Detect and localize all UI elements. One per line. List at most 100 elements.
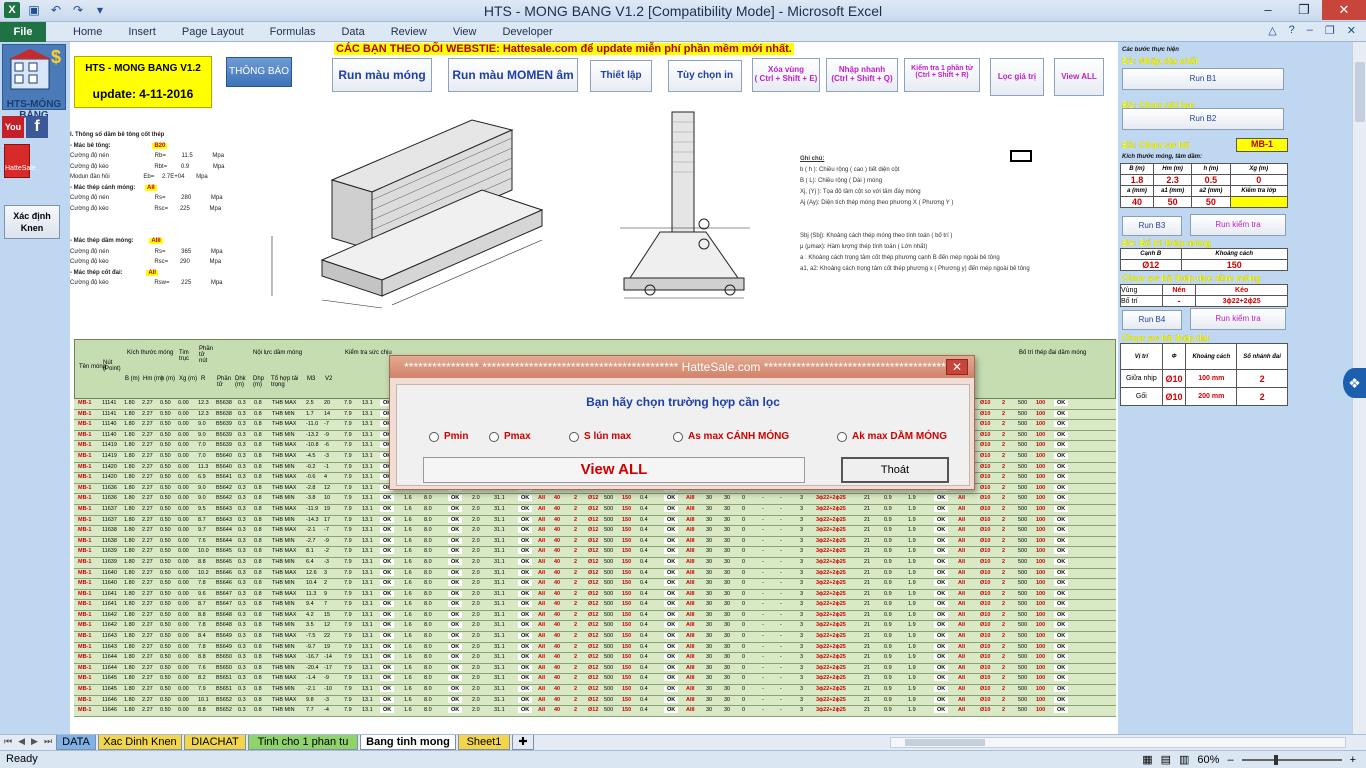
table-cell[interactable]: 2 [324,580,328,587]
table-cell[interactable]: 6.9 [198,474,206,481]
table-cell[interactable]: B5641 [216,474,232,481]
table-cell[interactable]: OK [380,516,395,523]
table-cell[interactable]: OK [934,664,949,671]
table-cell[interactable]: OK [1054,622,1069,629]
table-cell[interactable]: MB-1 [78,527,92,534]
table-cell[interactable]: 13.1 [362,410,373,417]
table-cell[interactable]: - [762,664,764,671]
table-cell[interactable]: 100 [1036,664,1046,671]
table-cell[interactable]: -1.4 [306,675,316,682]
table-cell[interactable]: 500 [604,548,614,555]
table-cell[interactable]: Ø10 [980,696,991,703]
table-cell[interactable]: 1.80 [124,516,135,523]
table-cell[interactable]: 11.3 [306,590,317,597]
scroll-thumb[interactable] [905,739,985,746]
table-cell[interactable]: - [762,516,764,523]
table-cell[interactable]: 30 [724,505,731,512]
table-cell[interactable]: OK [380,675,395,682]
table-cell[interactable]: 13.1 [362,686,373,693]
table-cell[interactable]: 0.00 [178,707,189,714]
table-cell[interactable]: OK [380,686,395,693]
table-cell[interactable]: OK [664,590,679,597]
table-cell[interactable]: OK [380,633,395,640]
table-cell[interactable]: OK [664,611,679,618]
table-cell[interactable]: 0 [742,516,746,523]
table-cell[interactable]: OK [448,675,463,682]
table-cell[interactable]: OK [518,611,533,618]
table-cell[interactable]: 2 [1002,463,1006,470]
table-cell[interactable]: 0.3 [238,484,246,491]
table-cell[interactable]: 3 [800,505,804,512]
table-cell[interactable]: -7.5 [306,633,316,640]
table-cell[interactable]: - [780,548,782,555]
table-cell[interactable]: 2.27 [142,633,153,640]
table-cell[interactable]: Ø10 [980,484,991,491]
table-cell[interactable]: OK [380,548,395,555]
table-cell[interactable]: 2.0 [472,495,480,502]
table-cell[interactable]: 0.00 [178,696,189,703]
table-cell[interactable]: Ø10 [980,537,991,544]
table-cell[interactable]: 0.50 [160,622,171,629]
table-cell[interactable]: OK [448,686,463,693]
table-cell[interactable]: 31.1 [494,537,505,544]
table-cell[interactable]: Ø12 [588,686,599,693]
table-cell[interactable]: 13.1 [362,516,373,523]
table-cell[interactable]: 0.50 [160,675,171,682]
table-cell[interactable]: 3ϕ22+2ϕ25 [816,654,846,661]
table-cell[interactable]: 100 [1036,569,1046,576]
table-cell[interactable]: 7.9 [344,580,352,587]
table-cell[interactable]: OK [380,495,395,502]
table-cell[interactable]: 3ϕ22+2ϕ25 [816,696,846,703]
table-cell[interactable]: 2 [574,505,578,512]
table-cell[interactable]: 7.7 [306,707,314,714]
table-cell[interactable]: - [780,495,782,502]
table-cell[interactable]: 8.0 [424,643,432,650]
table-cell[interactable]: 7.9 [344,537,352,544]
table-cell[interactable]: 0.8 [254,590,262,597]
table-cell[interactable]: AII [958,633,966,640]
tab-developer[interactable]: Developer [502,26,553,38]
table-cell[interactable]: 500 [1018,452,1028,459]
table-cell[interactable]: 7.9 [344,421,352,428]
table-cell[interactable]: OK [380,400,395,406]
table-cell[interactable]: 1.80 [124,442,135,449]
table-cell[interactable]: 30 [706,569,713,576]
table-cell[interactable]: Ø12 [588,675,599,682]
thong-bao-button[interactable]: THÔNG BÁO [226,57,292,87]
table-cell[interactable]: 2.27 [142,664,153,671]
table-cell[interactable]: 0.50 [160,421,171,428]
table-cell[interactable]: Ø12 [588,505,599,512]
table-cell[interactable]: 21 [864,707,871,714]
table-cell[interactable]: -14 [324,654,332,661]
run-kiem-tra-b3-button[interactable]: Run kiểm tra [1190,214,1286,236]
table-cell[interactable]: OK [1054,421,1069,428]
table-cell[interactable]: 2.27 [142,601,153,608]
table-cell[interactable]: 1.9 [908,548,916,555]
table-cell[interactable]: MB-1 [78,696,92,703]
table-cell[interactable]: 21 [864,590,871,597]
table-cell[interactable]: 3ϕ22+2ϕ25 [816,611,846,618]
table-cell[interactable]: THB MIN [272,580,295,587]
table-cell[interactable]: Ø10 [980,643,991,650]
table-cell[interactable]: 3 [800,580,804,587]
table-cell[interactable]: 3ϕ22+2ϕ25 [816,590,846,597]
table-cell[interactable]: 100 [1036,558,1046,565]
option-ak-max[interactable]: Ak max DẦM MÓNG [837,431,947,442]
table-cell[interactable]: -6 [324,442,329,449]
table-cell[interactable]: 500 [1018,431,1028,438]
table-cell[interactable]: 1.80 [124,686,135,693]
table-cell[interactable]: OK [380,654,395,661]
table-cell[interactable]: -2.8 [306,484,316,491]
table-cell[interactable]: 8.8 [198,707,206,714]
table-cell[interactable]: 10.1 [198,696,209,703]
table-cell[interactable]: 30 [706,495,713,502]
table-cell[interactable]: MB-1 [78,643,92,650]
table-cell[interactable]: 0.00 [178,686,189,693]
table-cell[interactable]: 100 [1036,516,1046,523]
table-cell[interactable]: 8.0 [424,696,432,703]
table-cell[interactable]: 2 [1002,537,1006,544]
table-cell[interactable]: B5643 [216,505,232,512]
table-cell[interactable]: 21 [864,643,871,650]
table-cell[interactable]: 31.1 [494,664,505,671]
